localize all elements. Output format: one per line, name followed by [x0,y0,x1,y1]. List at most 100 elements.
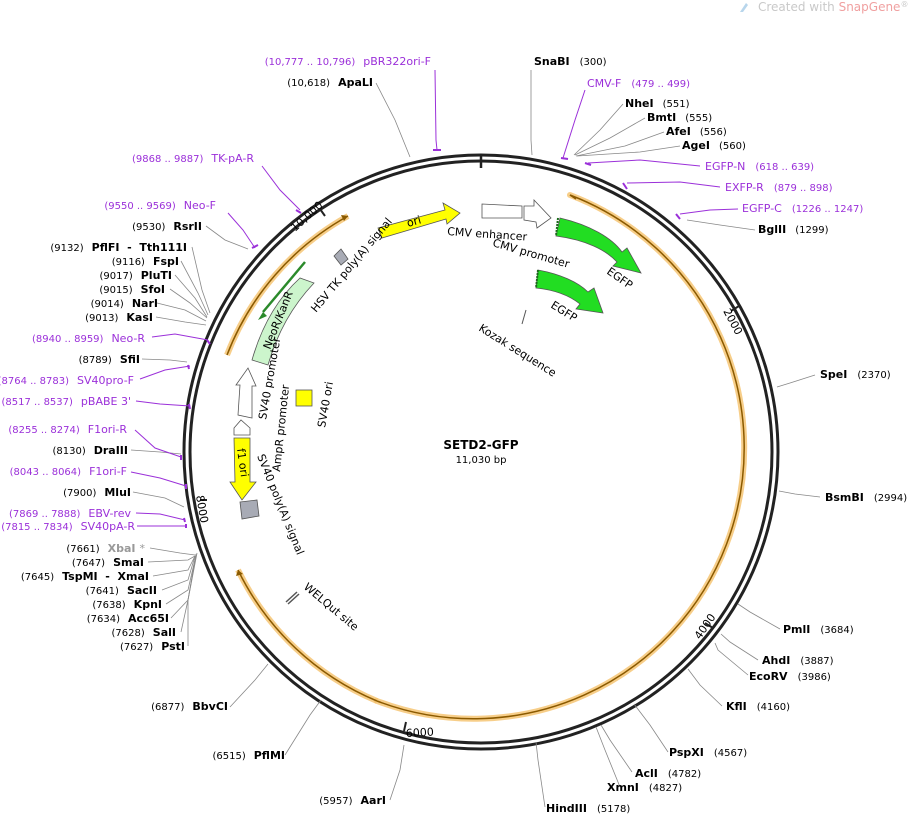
enzyme-psti[interactable]: (7627)PstI [120,640,185,653]
watermark-suffix: ® [900,0,908,9]
orf-arcs [224,192,748,722]
svg-text:EcoRV(3986): EcoRV(3986) [749,670,831,683]
svg-text:(5957)AarI: (5957)AarI [319,794,386,807]
enzyme-acli[interactable]: AclI(4782) [635,767,701,780]
feature-neo-kanr[interactable]: NeoR/KanR [251,261,315,366]
svg-text:SpeI(2370): SpeI(2370) [820,368,891,381]
svg-text:PspXI(4567): PspXI(4567) [669,746,747,759]
enzyme-pflfi-tth111i[interactable]: (9132)PflFI - Tth111I [50,241,187,254]
svg-text:CMV-F(479 .. 499): CMV-F(479 .. 499) [587,77,690,90]
svg-text:(7627)PstI: (7627)PstI [120,640,185,653]
enzyme-pflmi[interactable]: (6515)PflMI [212,749,285,762]
svg-text:(8789)SfiI: (8789)SfiI [79,353,140,366]
enzyme-ecorv[interactable]: EcoRV(3986) [749,670,831,683]
enzyme-mlui[interactable]: (7900)MluI [63,486,131,499]
snapgene-logo-icon [740,3,748,12]
feature-f1-ori[interactable]: f1 ori [229,437,257,501]
primer-egfp-c[interactable]: EGFP-C(1226 .. 1247) [742,202,863,215]
enzyme-kpni[interactable]: (7638)KpnI [92,598,162,611]
feature-cmv-enhancer-label: CMV enhancer [447,225,528,244]
primer-f1ori-f[interactable]: (8043 .. 8064)F1ori-F [10,465,127,478]
enzyme-afei[interactable]: AfeI(556) [666,125,727,138]
enzyme-pluti[interactable]: (9017)PluTI [99,269,172,282]
svg-text:(10,777 .. 10,796)pBR322ori-F: (10,777 .. 10,796)pBR322ori-F [265,55,431,68]
enzyme-xbai[interactable]: (7661)XbaI* [66,542,145,555]
enzyme-leaders [130,70,821,808]
svg-text:Created with SnapGene®: Created with SnapGene® [758,0,908,14]
primer-ebv-rev[interactable]: (7869 .. 7888)EBV-rev [9,507,131,520]
enzyme-kfli[interactable]: KflI(4160) [726,700,790,713]
primer-exfp-r[interactable]: EXFP-R(879 .. 898) [725,181,833,194]
svg-text:(7634)Acc65I: (7634)Acc65I [87,612,169,625]
svg-text:SnaBI(300): SnaBI(300) [534,55,607,68]
primer-pbr322ori-f[interactable]: (10,777 .. 10,796)pBR322ori-F [265,55,431,68]
svg-text:(8130)DraIII: (8130)DraIII [52,444,128,457]
svg-text:XmnI(4827): XmnI(4827) [607,781,682,794]
enzyme-pspxi[interactable]: PspXI(4567) [669,746,747,759]
svg-text:(7661)XbaI*: (7661)XbaI* [66,542,145,555]
svg-text:(9015)SfoI: (9015)SfoI [99,283,165,296]
enzyme-acc65i[interactable]: (7634)Acc65I [87,612,169,625]
svg-text:(7645)TspMI - XmaI: (7645)TspMI - XmaI [21,570,149,583]
feature-welqut[interactable]: WELQut site [285,580,361,634]
svg-text:(8764 .. 8783)SV40pro-F: (8764 .. 8783)SV40pro-F [0,374,134,387]
svg-text:EGFP-C(1226 .. 1247): EGFP-C(1226 .. 1247) [742,202,863,215]
primer-egfp-n[interactable]: EGFP-N(618 .. 639) [705,160,814,173]
enzyme-xmni[interactable]: XmnI(4827) [607,781,682,794]
enzyme-sacii[interactable]: (7641)SacII [86,584,157,597]
enzyme-kasi[interactable]: (9013)KasI [85,311,153,324]
enzyme-smai[interactable]: (7647)SmaI [72,556,144,569]
enzyme-agei[interactable]: AgeI(560) [682,139,746,152]
enzyme-bglii[interactable]: BglII(1299) [758,223,829,236]
enzyme-ahdi[interactable]: AhdI(3887) [762,654,834,667]
enzyme-bbvci[interactable]: (6877)BbvCI [151,700,228,713]
enzyme-fspi[interactable]: (9116)FspI [112,255,179,268]
enzyme-rsrii[interactable]: (9530)RsrII [132,220,202,233]
feature-sv40-ori[interactable]: SV40 ori [295,381,336,429]
primer-pbabe-3[interactable]: (8517 .. 8537)pBABE 3' [2,395,132,408]
enzyme-spei[interactable]: SpeI(2370) [820,368,891,381]
enzyme-draiii[interactable]: (8130)DraIII [52,444,128,457]
primer-cmv-f[interactable]: CMV-F(479 .. 499) [587,77,690,90]
enzyme-snabi[interactable]: SnaBI(300) [534,55,607,68]
enzyme-bmti[interactable]: BmtI(555) [647,111,712,124]
primer-sv40pa-r[interactable]: (7815 .. 7834)SV40pA-R [1,520,135,533]
enzyme-sfoi[interactable]: (9015)SfoI [99,283,165,296]
svg-text:EXFP-R(879 .. 898): EXFP-R(879 .. 898) [725,181,833,194]
enzyme-apali[interactable]: (10,618)ApaLI [287,76,373,89]
enzyme-hindiii[interactable]: HindIII(5178) [546,802,630,815]
enzyme-nhei[interactable]: NheI(551) [625,97,690,110]
enzyme-aari[interactable]: (5957)AarI [319,794,386,807]
svg-text:(9868 .. 9887)TK-pA-R: (9868 .. 9887)TK-pA-R [132,152,254,165]
svg-text:(8517 .. 8537)pBABE 3': (8517 .. 8537)pBABE 3' [2,395,132,408]
primer-tk-pa-r[interactable]: (9868 .. 9887)TK-pA-R [132,152,254,165]
enzyme-sali[interactable]: (7628)SalI [112,626,176,639]
svg-text:AhdI(3887): AhdI(3887) [762,654,834,667]
feature-ori-label: ori [405,213,422,229]
enzyme-tspmi-xmai[interactable]: (7645)TspMI - XmaI [21,570,149,583]
enzyme-bsmbi[interactable]: BsmBI(2994) [825,491,907,504]
feature-cmv-enhancer[interactable]: CMV enhancer CMV promoter [447,198,572,271]
feature-f1-ori-label: f1 ori [234,448,251,478]
svg-text:BglII(1299): BglII(1299) [758,223,829,236]
svg-text:(8255 .. 8274)F1ori-R: (8255 .. 8274)F1ori-R [8,423,127,436]
feature-egfp-inner-label: EGFP [548,299,579,325]
svg-text:(9550 .. 9569)Neo-F: (9550 .. 9569)Neo-F [104,199,216,212]
enzyme-sfii[interactable]: (8789)SfiI [79,353,140,366]
feature-cmv-promoter-label: CMV promoter [491,236,571,270]
primer-f1ori-r[interactable]: (8255 .. 8274)F1ori-R [8,423,127,436]
primer-neo-r[interactable]: (8940 .. 8959)Neo-R [32,332,145,345]
plasmid-length: 11,030 bp [456,455,507,466]
feature-egfp-inner[interactable]: EGFP [535,269,604,325]
primer-sv40pro-f[interactable]: (8764 .. 8783)SV40pro-F [0,374,134,387]
svg-text:(7638)KpnI: (7638)KpnI [92,598,162,611]
svg-text:KflI(4160): KflI(4160) [726,700,790,713]
enzyme-nari[interactable]: (9014)NarI [91,297,158,310]
feature-ori[interactable]: ori [377,202,461,239]
primer-neo-f[interactable]: (9550 .. 9569)Neo-F [104,199,216,212]
tick-label-8000: 8000 [193,494,211,524]
primer-leaders [130,69,739,527]
enzyme-pmli[interactable]: PmlI(3684) [783,623,854,636]
svg-text:(9014)NarI: (9014)NarI [91,297,158,310]
snapgene-watermark: Created with SnapGene® [740,0,908,14]
